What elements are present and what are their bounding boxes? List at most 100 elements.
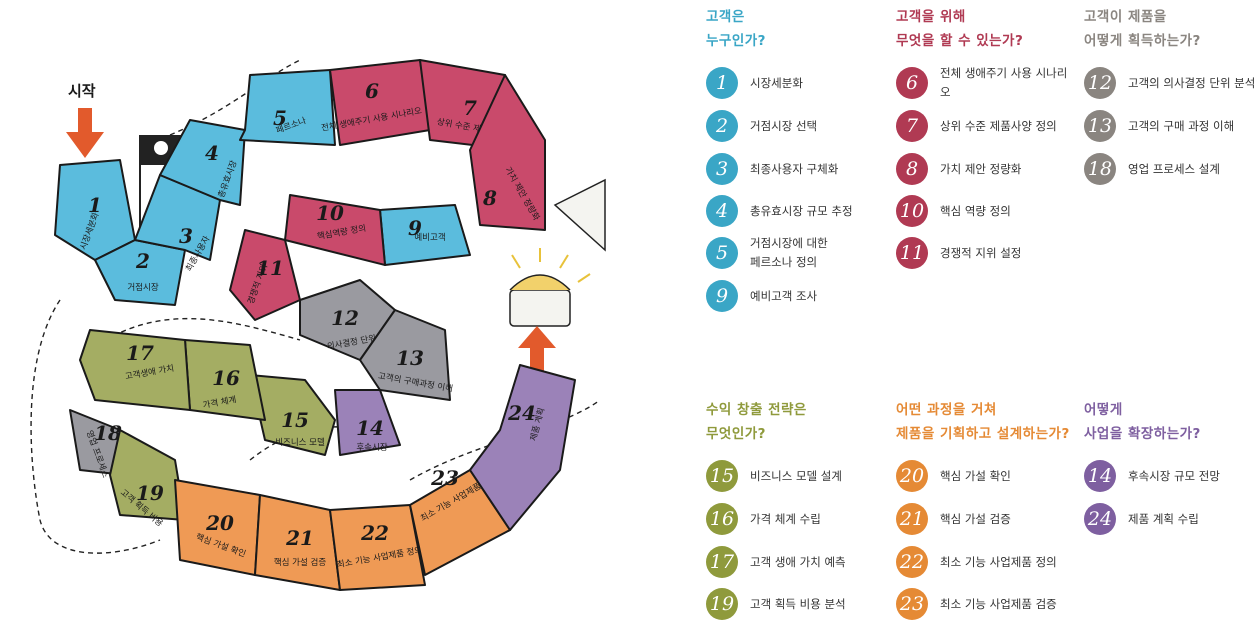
board-tile-number: 23	[430, 466, 459, 490]
legend-group-heading: 어떤 과정을 거쳐	[896, 402, 997, 418]
legend-group-heading: 고객은	[706, 9, 745, 25]
legend-item-label: 제품 계획 수립	[1128, 511, 1199, 526]
legend-item-label: 최종사용자 구체화	[750, 161, 839, 176]
legend-item-label: 총유효시장 규모 추정	[750, 203, 853, 218]
board-tile-shape	[249, 374, 336, 456]
megaphone-icon	[553, 178, 606, 252]
legend-group-heading: 무엇인가?	[706, 426, 767, 442]
board-tile-shape	[159, 119, 246, 206]
legend-group-heading: 고객이 제품을	[1084, 9, 1167, 25]
legend-item-label: 최소 기능 사업제품 검증	[940, 596, 1057, 611]
board-tile: 6전체 생애주기 사용 시나리오	[320, 59, 431, 146]
legend-item-number-badge: 4	[706, 195, 738, 227]
legend-group-heading: 어떻게 획득하는가?	[1084, 33, 1201, 49]
legend-item-number-badge: 16	[706, 503, 738, 535]
board-tile-shape	[359, 309, 451, 401]
board-tile-number: 17	[126, 341, 154, 365]
board-tile-shape	[94, 239, 186, 306]
legend-item-number-badge: 21	[896, 503, 928, 535]
legend-item-number-badge: 10	[896, 195, 928, 227]
legend-item-number-badge: 19	[706, 588, 738, 620]
start-arrow	[66, 108, 104, 158]
legend-item-label: 고객의 의사결정 단위 분석	[1128, 75, 1254, 90]
board-tile-number: 12	[331, 306, 359, 330]
legend-item-label: 비즈니스 모델 설계	[750, 468, 842, 483]
board-tile: 2 거점시장	[94, 239, 186, 306]
legend-item-label: 경쟁적 지위 설정	[940, 245, 1022, 260]
legend-item: 10 핵심 역량 정의	[896, 191, 1011, 231]
legend-item-label: 전체 생애주기 사용 시나리오	[940, 66, 1068, 99]
legend-group-heading: 누구인가?	[706, 33, 767, 49]
legend-item-label: 후속시장 규모 전망	[1128, 468, 1220, 483]
board-tile-number: 5	[273, 106, 287, 130]
board-tile-number: 1	[88, 193, 102, 217]
board-tile-shape	[469, 364, 576, 531]
board-tile-shape	[134, 174, 221, 261]
legend-item-label: 가치 제안 정량화	[940, 161, 1022, 176]
board-tile-number: 6	[365, 79, 379, 103]
legend-item-number-badge: 9	[706, 280, 738, 312]
legend-item-label: 핵심 역량 정의	[940, 203, 1011, 218]
pirate-flag-icon	[139, 135, 181, 240]
legend-item-number-badge: 20	[896, 460, 928, 492]
board-tile-label: 거점시장	[127, 282, 158, 293]
board-tile-number: 15	[281, 408, 309, 432]
legend-group-heading: 제품을 기획하고 설계하는가?	[896, 426, 1070, 442]
legend-item-label: 거점시장에 대한 페르소나 정의	[750, 236, 828, 269]
legend-item: 6 전체 생애주기 사용 시나리오	[896, 63, 1071, 103]
legend-item-number-badge: 7	[896, 110, 928, 142]
legend-item-label: 상위 수준 제품사양 정의	[940, 118, 1057, 133]
board-tile-number: 16	[212, 366, 240, 390]
legend-item-label: 고객의 구매 과정 이해	[1128, 118, 1235, 133]
board-tile-number: 8	[482, 186, 497, 210]
board-tile-number: 3	[179, 224, 193, 248]
legend-group-heading: 어떻게	[1084, 402, 1123, 418]
board-tile-shape	[469, 74, 546, 231]
legend-item: 17 고객 생애 가치 예측	[706, 542, 846, 582]
board-tile-shape	[329, 59, 431, 146]
board-tile-number: 21	[285, 526, 314, 550]
legend-item-label: 시장세분화	[750, 75, 803, 90]
board-tile-shape	[334, 389, 401, 456]
start-label: 시작	[68, 82, 96, 100]
legend-item-number-badge: 6	[896, 67, 928, 99]
board-tile-number: 4	[205, 141, 219, 165]
legend-item-number-badge: 17	[706, 546, 738, 578]
legend-item-number-badge: 15	[706, 460, 738, 492]
legend-item-label: 고객 생애 가치 예측	[750, 554, 846, 569]
board-tile-shape	[284, 194, 386, 266]
legend-item-label: 거점시장 선택	[750, 118, 818, 133]
board-tile-shape	[239, 69, 336, 146]
board-tile-number: 10	[316, 201, 344, 225]
board-tile-number: 2	[135, 249, 150, 273]
board-tile-number: 20	[205, 511, 234, 535]
